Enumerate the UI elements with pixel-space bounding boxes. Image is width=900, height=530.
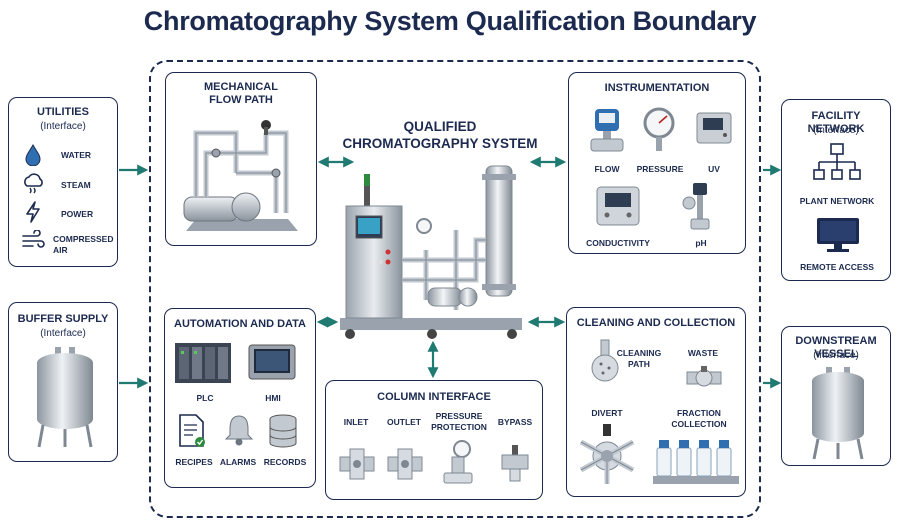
cleaning-label-cleaning-path: CLEANING PATH [616,348,662,369]
lightning-icon [25,201,41,223]
waste-valve-image [685,364,723,394]
recipes-document-icon [177,413,207,449]
remote-access-label: REMOTE ACCESS [800,262,874,272]
column-label-pressure-protection: PRESSURE PROTECTION [431,411,487,432]
records-database-icon [267,413,299,449]
utility-label-water: WATER [61,150,92,160]
divert-valve-manifold-image [577,422,637,488]
hmi-image [247,343,297,383]
instrument-label-ph: pH [695,238,707,248]
facility-network-subtitle: (Interface) [813,125,859,136]
steam-icon [21,172,45,194]
center-title-line1: QUALIFIED [403,119,477,134]
pressure-gauge-image [641,107,677,155]
facility-network-title: FACILITY NETWORK [807,110,865,135]
center-title: QUALIFIED CHROMATOGRAPHY SYSTEM [330,118,550,152]
pressure-relief-valve-image [442,439,476,487]
uv-detector-image [695,111,733,147]
instrumentation-box: INSTRUMENTATION FLOW PRESSURE UV CONDUCT… [568,72,746,254]
spray-ball-image [587,338,623,388]
plc-image [173,341,233,387]
cleaning-and-collection-title: CLEANING AND COLLECTION [576,317,736,329]
instrumentation-title: INSTRUMENTATION [604,82,710,94]
column-interface-box: COLUMN INTERFACE INLET OUTLET PRESSURE P… [325,380,543,500]
mechanical-flow-path-title: MECHANICAL FLOW PATH [204,81,278,106]
plant-network-label: PLANT NETWORK [799,196,875,206]
center-title-line2: CHROMATOGRAPHY SYSTEM [342,136,538,151]
automation-and-data-box: AUTOMATION AND DATA PLC HMI RECIPES ALAR… [164,308,316,488]
flow-meter-image [589,107,625,155]
chromatography-skid-image [336,160,526,340]
cleaning-label-waste: WASTE [687,348,719,358]
inlet-fitting-image [338,447,376,481]
wind-icon [21,230,45,250]
downstream-vessel-title: DOWNSTREAM VESSEL [795,335,877,360]
water-drop-icon [23,144,43,166]
alarm-bell-icon [223,413,255,447]
automation-label-recipes: RECIPES [175,457,213,467]
facility-network-box: FACILITY NETWORK (Interface) PLANT NETWO… [781,99,891,281]
automation-label-records: RECORDS [263,457,307,467]
column-interface-title: COLUMN INTERFACE [377,391,491,403]
utilities-subtitle: (Interface) [40,121,86,132]
utilities-box: UTILITIES (Interface) WATER STEAM POWER … [8,97,118,267]
cleaning-label-divert: DIVERT [591,408,623,418]
downstream-vessel-subtitle: (Interface) [813,350,859,361]
downstream-vessel-box: DOWNSTREAM VESSEL (Interface) [781,326,891,466]
qualification-boundary [149,60,761,518]
utility-label-power: POWER [61,209,94,219]
automation-and-data-title: AUTOMATION AND DATA [174,318,306,330]
buffer-supply-subtitle: (Interface) [40,328,86,339]
automation-label-alarms: ALARMS [219,457,257,467]
instrument-label-conductivity: CONDUCTIVITY [586,238,650,248]
pump-skid-image [176,113,308,239]
instrument-label-uv: UV [708,164,720,174]
column-label-inlet: INLET [343,417,369,427]
automation-label-plc: PLC [196,393,214,403]
column-label-outlet: OUTLET [387,417,421,427]
instrument-label-flow: FLOW [594,164,620,174]
cleaning-and-collection-box: CLEANING AND COLLECTION CLEANING PATH WA… [566,307,746,497]
page-title: Chromatography System Qualification Boun… [143,6,757,36]
automation-label-hmi: HMI [265,393,281,403]
fraction-collection-bottles-image [651,436,741,486]
conductivity-meter-image [595,185,641,229]
ph-sensor-image [681,181,717,235]
buffer-tank-image [31,345,99,451]
utilities-title: UTILITIES [37,106,89,118]
utility-label-compressed-air: COMPRESSED AIR [53,234,114,255]
column-label-bypass: BYPASS [497,417,533,427]
cleaning-label-fraction-collection: FRACTION COLLECTION [671,408,727,429]
utility-label-steam: STEAM [61,180,91,190]
downstream-tank-image [806,365,870,463]
mechanical-flow-path-box: MECHANICAL FLOW PATH [165,72,317,246]
outlet-fitting-image [386,447,424,481]
instrument-label-pressure: PRESSURE [636,164,684,174]
monitor-icon [815,216,861,254]
network-icon [813,142,861,188]
buffer-supply-title: BUFFER SUPPLY [17,313,109,325]
bypass-valve-image [496,443,534,483]
buffer-supply-box: BUFFER SUPPLY (Interface) [8,302,118,462]
